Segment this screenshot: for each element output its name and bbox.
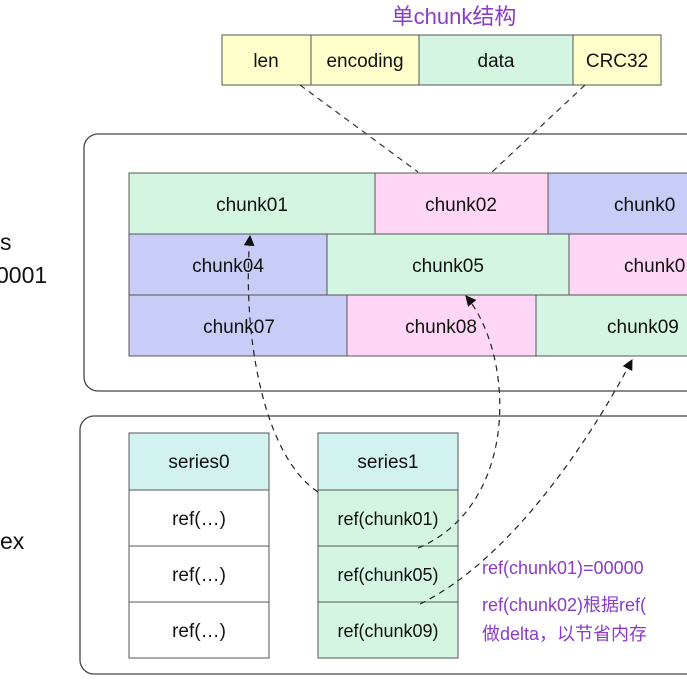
chunk07-label: chunk07 [203,317,275,338]
chunk02-label: chunk02 [425,195,497,216]
zoom-line-right [491,84,586,173]
chunk-structure: len encoding data CRC32 [221,34,662,86]
chunk08-label: chunk08 [405,317,477,338]
index-container [79,415,687,675]
chunk03-label: chunk0 [614,195,675,216]
chunk-row-1: chunk01 chunk02 chunk0 [128,172,687,235]
series1-column: series1 ref(chunk01) ref(chunk05) ref(ch… [317,432,459,659]
left-label-bottom: ex [0,528,25,554]
ref-arrow-chunk05 [417,295,501,549]
series0-ref-box-3 [128,601,270,659]
chunk08-box [346,294,537,357]
series1-header: series1 [357,452,418,473]
series0-header-box [128,432,270,491]
field-crc32: CRC32 [586,51,648,72]
series0-column: series0 ref(…) ref(…) ref(…) [128,432,270,659]
chunks-container [83,133,687,392]
field-crc32-box [572,34,662,86]
chunk02-box [374,172,549,235]
field-encoding-box [310,34,420,86]
series0-header: series0 [168,452,229,473]
left-label-top-2: 0001 [0,262,47,288]
field-data: data [478,51,515,72]
note-line-3: 做delta，以节省内存 [482,624,647,644]
chunk04-label: chunk04 [192,256,264,277]
field-encoding: encoding [326,51,403,72]
series1-ref-3: ref(chunk09) [337,621,438,641]
chunk01-label: chunk01 [216,195,288,216]
zoom-line-left [299,84,419,173]
ref-arrow-chunk09 [419,359,633,605]
series0-ref-2: ref(…) [172,565,226,586]
chunk09-box [535,294,687,357]
note-line-2: ref(chunk02)根据ref( [482,595,646,615]
chunk06-label: chunk0 [624,256,685,277]
series1-header-box [317,432,459,491]
chunk09-label: chunk09 [607,317,679,338]
field-len-box [221,34,312,86]
note-line-1: ref(chunk01)=00000 [482,558,644,578]
chunk06-box [568,233,687,296]
chunk-structure-title: 单chunk结构 [392,4,517,29]
field-data-box [418,34,574,86]
series1-ref-box-1 [317,489,459,547]
series0-ref-box-1 [128,489,270,547]
chunk-row-3: chunk07 chunk08 chunk09 [128,294,687,357]
series0-ref-1: ref(…) [172,509,226,530]
chunk07-box [128,294,348,357]
series1-ref-2: ref(chunk05) [337,565,438,585]
chunk04-box [128,233,328,296]
field-len: len [253,51,278,72]
ref-arrow-chunk01 [243,234,319,493]
chunk05-label: chunk05 [412,256,484,277]
chunk-row-2: chunk04 chunk05 chunk0 [128,233,687,296]
series1-ref-1: ref(chunk01) [337,509,438,529]
chunk03-box [547,172,687,235]
series0-ref-3: ref(…) [172,621,226,642]
series1-ref-box-3 [317,601,459,659]
left-label-top-1: s [0,229,12,255]
